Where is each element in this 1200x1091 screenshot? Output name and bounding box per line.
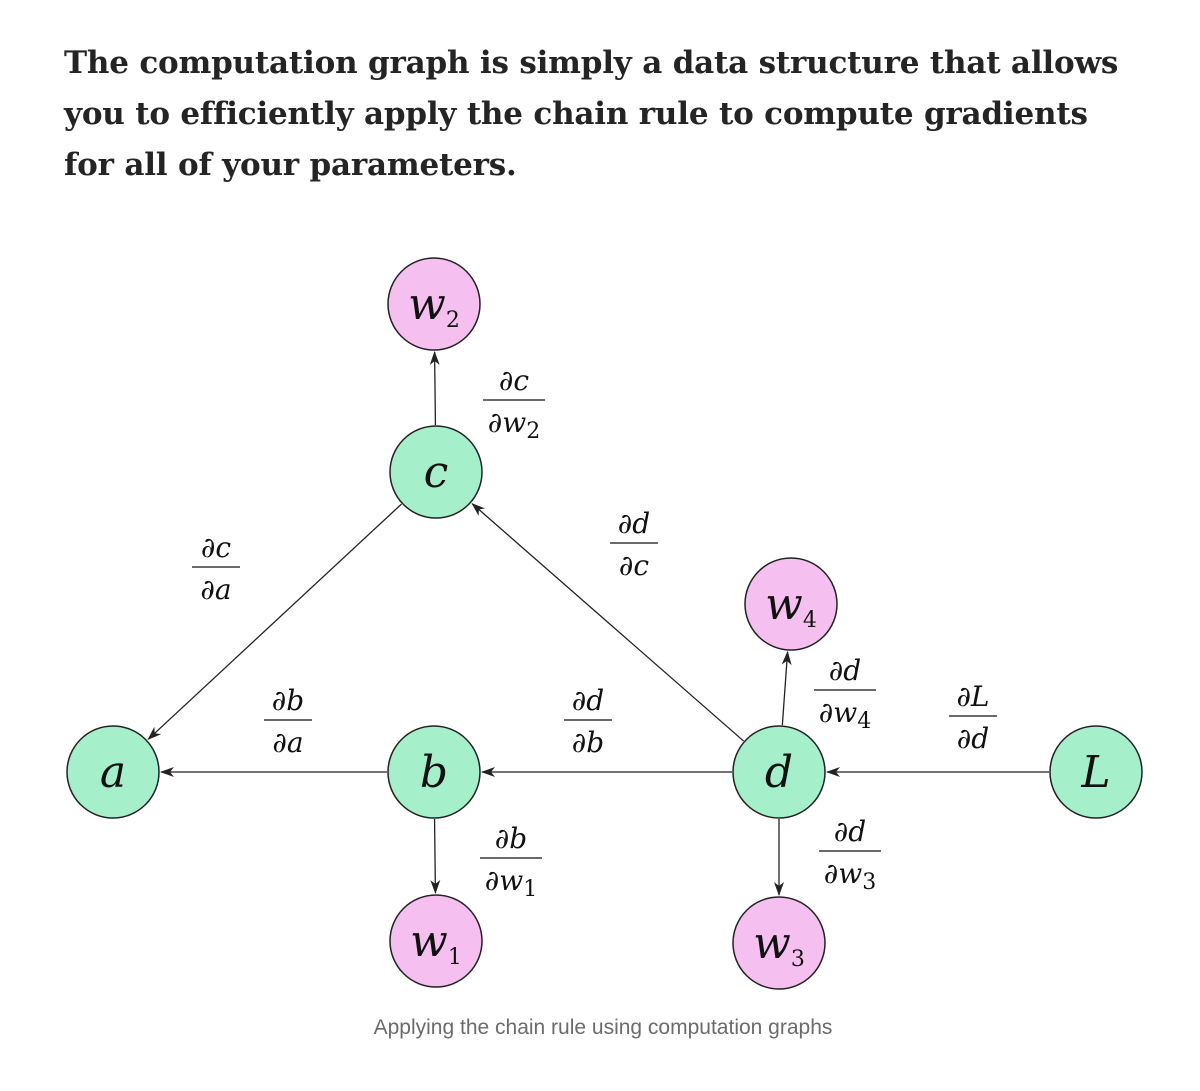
edge-d-to-c [471, 502, 745, 742]
gradient-label-dd_db: ∂d ∂b [564, 684, 612, 759]
edge-b-to-w1 [430, 818, 441, 895]
node-w4: w4 [744, 557, 838, 651]
node-b: b [387, 725, 481, 819]
gradient-denominator: ∂a [272, 726, 303, 759]
gradient-label-dd_dw4: ∂d ∂w4 [814, 654, 876, 734]
intro-paragraph: The computation graph is simply a data s… [64, 45, 1119, 183]
node-circle-w2 [387, 257, 481, 351]
gradient-numerator: ∂b [272, 684, 304, 717]
edge-d-to-w4 [781, 650, 792, 726]
gradient-denominator: ∂w1 [485, 864, 537, 902]
figure-caption: Applying the chain rule using computatio… [373, 1016, 833, 1039]
gradient-numerator: ∂c [499, 364, 529, 397]
gradient-numerator: ∂d [618, 507, 650, 540]
gradient-numerator: ∂d [829, 654, 861, 687]
node-circle-w1 [389, 894, 483, 988]
node-circle-b [387, 725, 481, 819]
gradient-label-dd_dw3: ∂d ∂w3 [819, 815, 881, 895]
node-circle-w4 [744, 557, 838, 651]
gradient-numerator: ∂d [572, 684, 604, 717]
node-label-w4: w4 [765, 579, 817, 633]
gradient-numerator: ∂d [834, 815, 866, 848]
node-circle-c [389, 425, 483, 519]
node-label-L: L [1080, 747, 1110, 798]
gradient-denominator: ∂c [619, 549, 649, 582]
gradient-numerator: ∂L [956, 680, 989, 713]
gradient-denominator: ∂w4 [819, 696, 871, 734]
node-label-w1: w1 [410, 916, 462, 970]
node-label-a: a [100, 747, 126, 798]
edge-c-to-w2 [429, 350, 440, 426]
node-label-w2: w2 [408, 279, 460, 333]
node-w2: w2 [387, 257, 481, 351]
node-circle-w3 [732, 896, 826, 990]
node-circle-a [66, 725, 160, 819]
gradient-denominator: ∂w3 [824, 857, 876, 895]
node-circle-L [1049, 725, 1143, 819]
gradient-denominator: ∂b [572, 726, 604, 759]
gradient-label-dc_dw2: ∂c ∂w2 [483, 364, 545, 444]
node-label-c: c [424, 447, 449, 498]
gradient-denominator: ∂w2 [488, 406, 540, 444]
gradient-label-dc_da: ∂c ∂a [192, 531, 240, 606]
gradient-label-dd_dc: ∂d ∂c [610, 507, 658, 582]
node-L: L [1049, 725, 1143, 819]
node-w3: w3 [732, 896, 826, 990]
node-a: a [66, 725, 160, 819]
edge-c-to-a [147, 503, 403, 741]
gradient-label-db_da: ∂b ∂a [264, 684, 312, 759]
gradient-label-dL_dd: ∂L ∂d [949, 680, 997, 755]
node-label-b: b [420, 747, 448, 798]
gradient-numerator: ∂c [201, 531, 231, 564]
node-label-w3: w3 [753, 918, 805, 972]
node-d: d [732, 725, 826, 819]
gradient-denominator: ∂a [200, 573, 231, 606]
node-label-d: d [765, 747, 793, 798]
node-c: c [389, 425, 483, 519]
gradient-denominator: ∂d [957, 722, 989, 755]
node-circle-d [732, 725, 826, 819]
gradient-numerator: ∂b [495, 822, 527, 855]
gradient-label-db_dw1: ∂b ∂w1 [480, 822, 542, 902]
node-w1: w1 [389, 894, 483, 988]
